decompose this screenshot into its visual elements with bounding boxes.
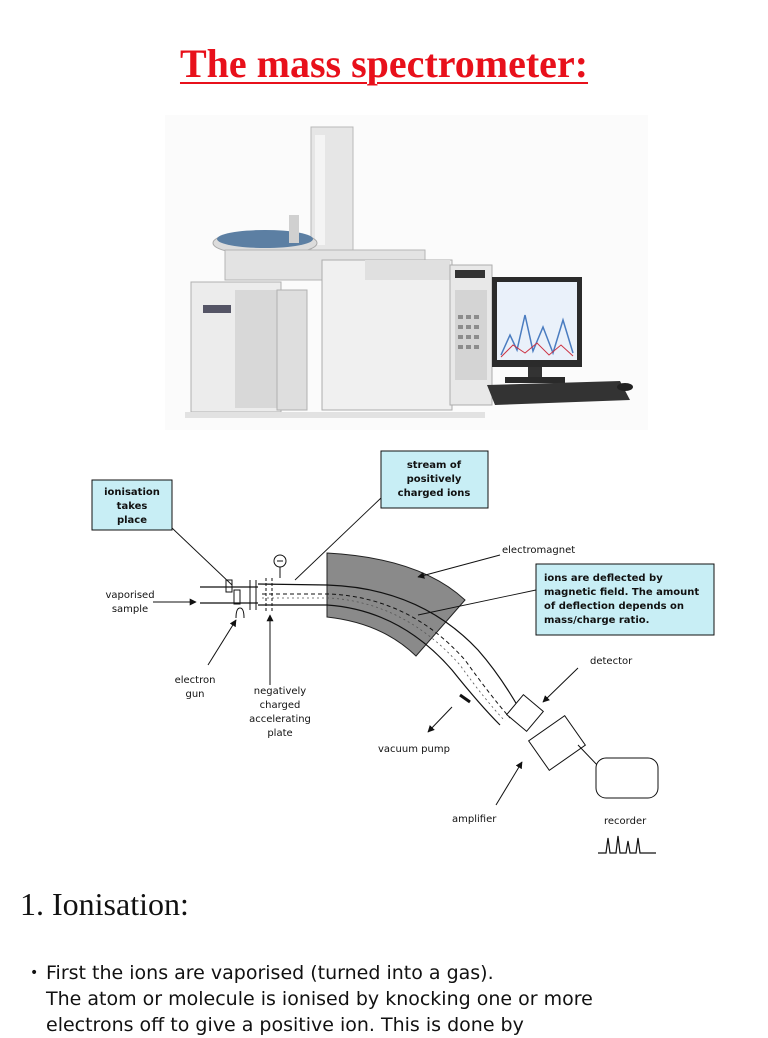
- recorder-label: recorder: [604, 816, 647, 827]
- electromagnet-label: electromagnet: [502, 545, 575, 556]
- plate-label-4: plate: [267, 728, 292, 739]
- deflection-label-2: magnetic field. The amount: [544, 587, 699, 598]
- vaporised-label-2: sample: [112, 604, 148, 615]
- vacuum-pump-label: vacuum pump: [378, 744, 450, 755]
- section-body: • First the ions are vaporised (turned i…: [30, 960, 750, 1038]
- body-line-1: First the ions are vaporised (turned int…: [46, 962, 494, 984]
- ionisation-label-3: place: [117, 515, 147, 526]
- electron-gun-label-1: electron: [175, 675, 216, 686]
- stream-label-2: positively: [407, 474, 462, 485]
- stream-label-3: charged ions: [398, 488, 471, 499]
- detector-label: detector: [590, 656, 633, 667]
- electron-gun-label-2: gun: [185, 689, 204, 700]
- bullet-icon: •: [30, 965, 39, 981]
- plate-label-1: negatively: [254, 686, 307, 697]
- page-title: The mass spectrometer:: [179, 41, 589, 86]
- stream-box: [380, 450, 489, 509]
- body-line-2: The atom or molecule is ionised by knock…: [46, 988, 593, 1010]
- ionisation-label-2: takes: [117, 501, 148, 512]
- deflection-label-1: ions are deflected by: [544, 573, 663, 584]
- deflection-label-3: of deflection depends on: [544, 601, 684, 612]
- mass-spectrometer-photo: [165, 115, 648, 430]
- ionisation-box: [91, 479, 173, 531]
- section-heading: 1. Ionisation:: [20, 886, 189, 922]
- plate-label-2: charged: [260, 700, 301, 711]
- body-line-3: electrons off to give a positive ion. Th…: [46, 1014, 524, 1036]
- electromagnet-shape: [326, 552, 466, 657]
- plate-label-3: accelerating: [249, 714, 311, 725]
- deflection-box: [535, 563, 715, 636]
- amplifier-label: amplifier: [452, 814, 497, 825]
- mass-spectrometer-diagram: ionisation takes place stream of positively…: [91, 450, 715, 854]
- stream-label-1: stream of: [407, 460, 462, 471]
- deflection-label-4: mass/charge ratio.: [544, 615, 649, 626]
- ionisation-label-1: ionisation: [104, 487, 160, 498]
- vaporised-label-1: vaporised: [105, 590, 154, 601]
